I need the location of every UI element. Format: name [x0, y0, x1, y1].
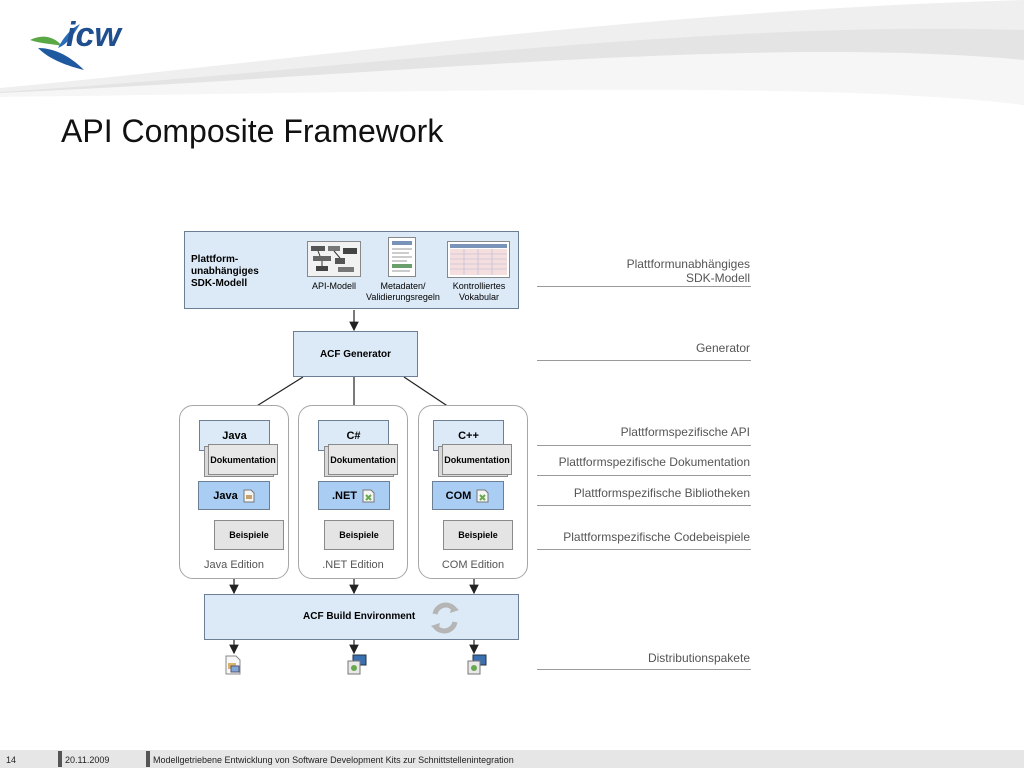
refresh-cycle-icon [431, 602, 459, 634]
com-lib-label: COM [445, 489, 472, 502]
vocabulary-label: Kontrolliertes Vokabular [452, 281, 506, 302]
divider-sdk-model [537, 286, 751, 287]
com-doc-box: Dokumentation [442, 444, 512, 475]
sdk-model-label: Plattform- unabhängiges SDK-Modell [191, 254, 259, 289]
java-examples-box: Beispiele [214, 520, 284, 550]
installer-icon [467, 654, 487, 675]
assembly-file-icon [476, 489, 489, 502]
java-edition-label: Java Edition [204, 559, 264, 571]
label-platform-libs: Plattformspezifische Bibliotheken [573, 486, 750, 500]
java-doc-box: Dokumentation [208, 444, 278, 475]
label-platform-api: Plattformspezifische API [620, 425, 750, 439]
acf-generator-box: ACF Generator [293, 331, 418, 377]
com-edition-label: COM Edition [441, 559, 505, 571]
jar-file-icon [243, 489, 255, 502]
divider-platform-api [537, 445, 751, 446]
build-env-label: ACF Build Environment [303, 611, 416, 622]
package-file-icon [225, 655, 241, 675]
java-lib-box: Java [198, 481, 270, 510]
metadata-thumbnail-icon [388, 237, 416, 277]
header-swoosh [0, 0, 1024, 105]
logo-mark-icon [30, 24, 84, 70]
net-doc-box: Dokumentation [328, 444, 398, 475]
divider-generator [537, 360, 751, 361]
sdk-model-box: Plattform- unabhängiges SDK-Modell [184, 231, 519, 309]
assembly-file-icon [362, 489, 375, 502]
footer-date: 20.11.2009 [65, 755, 110, 765]
label-platform-examples: Plattformspezifische Codebeispiele [563, 530, 750, 544]
net-examples-box: Beispiele [324, 520, 394, 550]
divider-platform-libs [537, 505, 751, 506]
footer-bar [0, 750, 1024, 768]
java-lib-label: Java [213, 489, 238, 502]
net-lib-label: .NET [331, 489, 358, 502]
label-platform-doc: Plattformspezifische Dokumentation [558, 455, 750, 469]
footer-separator [146, 751, 150, 767]
page-title: API Composite Framework [61, 113, 444, 149]
page-number: 14 [6, 755, 17, 765]
net-edition-label: .NET Edition [322, 559, 384, 571]
footer-title: Modellgetriebene Entwicklung von Softwar… [153, 755, 514, 765]
net-lib-box: .NET [318, 481, 390, 510]
label-sdk-model: Plattformunabhängiges SDK-Modell [626, 257, 750, 285]
divider-platform-examples [537, 549, 751, 550]
vocabulary-thumbnail-icon [447, 241, 510, 278]
divider-platform-doc [537, 475, 751, 476]
acf-build-environment-box: ACF Build Environment [204, 594, 519, 640]
com-examples-box: Beispiele [443, 520, 513, 550]
logo-text: icw [66, 16, 121, 54]
metadata-label: Metadaten/ Validierungsregeln [366, 281, 440, 302]
logo: icw [28, 14, 138, 72]
api-model-label: API-Modell [311, 281, 356, 291]
com-lib-box: COM [432, 481, 504, 510]
divider-distribution [537, 669, 751, 670]
installer-icon [347, 654, 367, 675]
api-model-thumbnail-icon [307, 241, 361, 277]
footer-separator [58, 751, 62, 767]
label-distribution: Distributionspakete [647, 651, 750, 665]
label-generator: Generator [695, 341, 750, 355]
